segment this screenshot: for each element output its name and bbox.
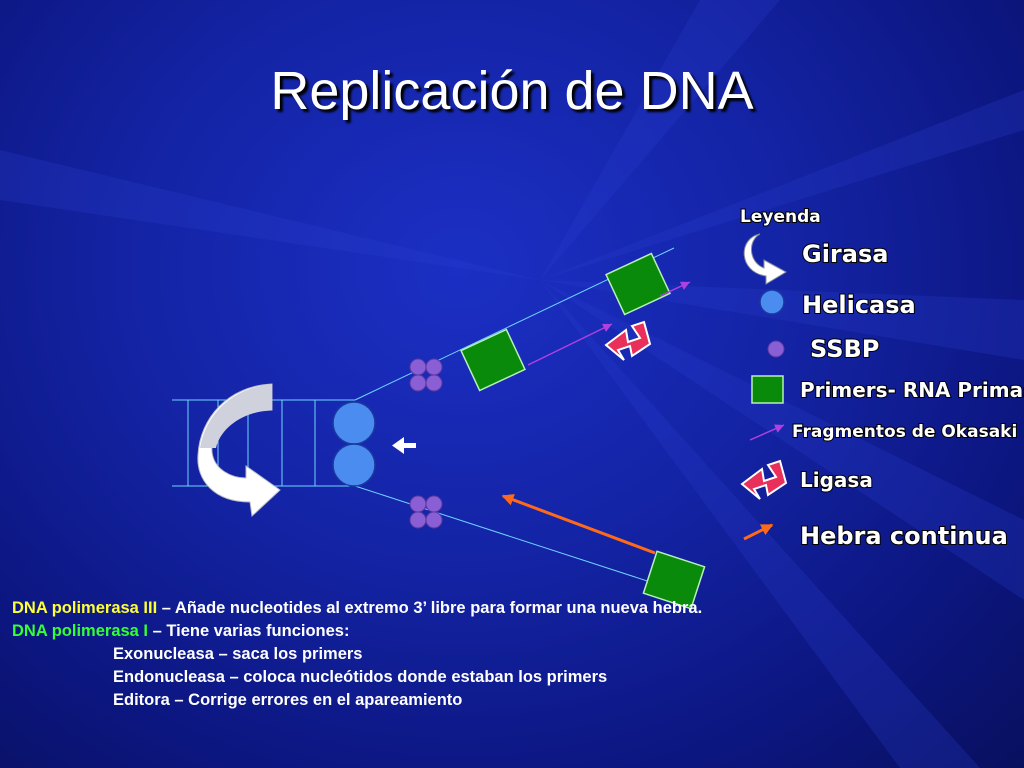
legend-heading: Leyenda	[740, 207, 821, 227]
pol3-name: DNA polimerasa III	[12, 599, 158, 617]
note-pol3: DNA polimerasa III – Añade nucleotides a…	[12, 597, 1012, 620]
gyrase-arrow-icon	[743, 233, 788, 285]
helicase-circle-icon	[759, 289, 785, 315]
legend: Leyenda Girasa Helicasa SSBP Primers- RN…	[739, 206, 1024, 551]
legend-label-ssbp: SSBP	[810, 335, 879, 363]
gyrase-arrow-icon	[197, 383, 281, 518]
helicase-enzyme	[332, 401, 376, 487]
legend-label-girasa: Girasa	[802, 240, 888, 268]
legend-label-ligasa: Ligasa	[800, 468, 873, 492]
continuous-strand-arrow-icon	[743, 523, 774, 541]
ligase-enzyme	[604, 320, 652, 361]
primer-square-icon	[751, 375, 784, 404]
function-endonucleasa: Endonucleasa – coloca nucleótidos donde …	[113, 668, 608, 686]
primer-bottom	[642, 550, 706, 610]
note-pol1: DNA polimerasa I – Tiene varias funcione…	[12, 620, 1012, 643]
page-title: Replicación de DNA	[270, 61, 754, 121]
legend-label-helicasa: Helicasa	[802, 291, 916, 319]
okazaki-arrow-icon	[749, 424, 785, 441]
legend-label-okazaki: Fragmentos de Okasaki	[792, 422, 1017, 442]
pol1-name: DNA polimerasa I	[12, 622, 149, 640]
okazaki-fragments	[527, 281, 691, 366]
ssbp-cluster-top	[409, 358, 443, 392]
ssbp-cluster-bottom	[409, 495, 443, 529]
legend-label-hebra-continua: Hebra continua	[800, 522, 1008, 550]
polymerase-notes: DNA polimerasa III – Añade nucleotides a…	[12, 597, 1012, 712]
function-editora: Editora – Corrige errores en el apareami…	[113, 691, 463, 709]
function-exonucleasa: Exonucleasa – saca los primers	[113, 645, 363, 663]
ligase-icon	[740, 459, 788, 500]
legend-label-primers: Primers- RNA Primasa	[800, 378, 1024, 402]
continuous-strand-arrow	[501, 494, 656, 555]
pol1-description: – Tiene varias funciones:	[148, 622, 350, 640]
primer-top-left	[460, 328, 526, 392]
pol3-description: – Añade nucleotides al extremo 3’ libre …	[157, 599, 703, 617]
ssbp-dot-icon	[767, 340, 785, 358]
fork-direction-arrow-icon	[392, 437, 416, 454]
primer-top-right	[605, 252, 671, 316]
